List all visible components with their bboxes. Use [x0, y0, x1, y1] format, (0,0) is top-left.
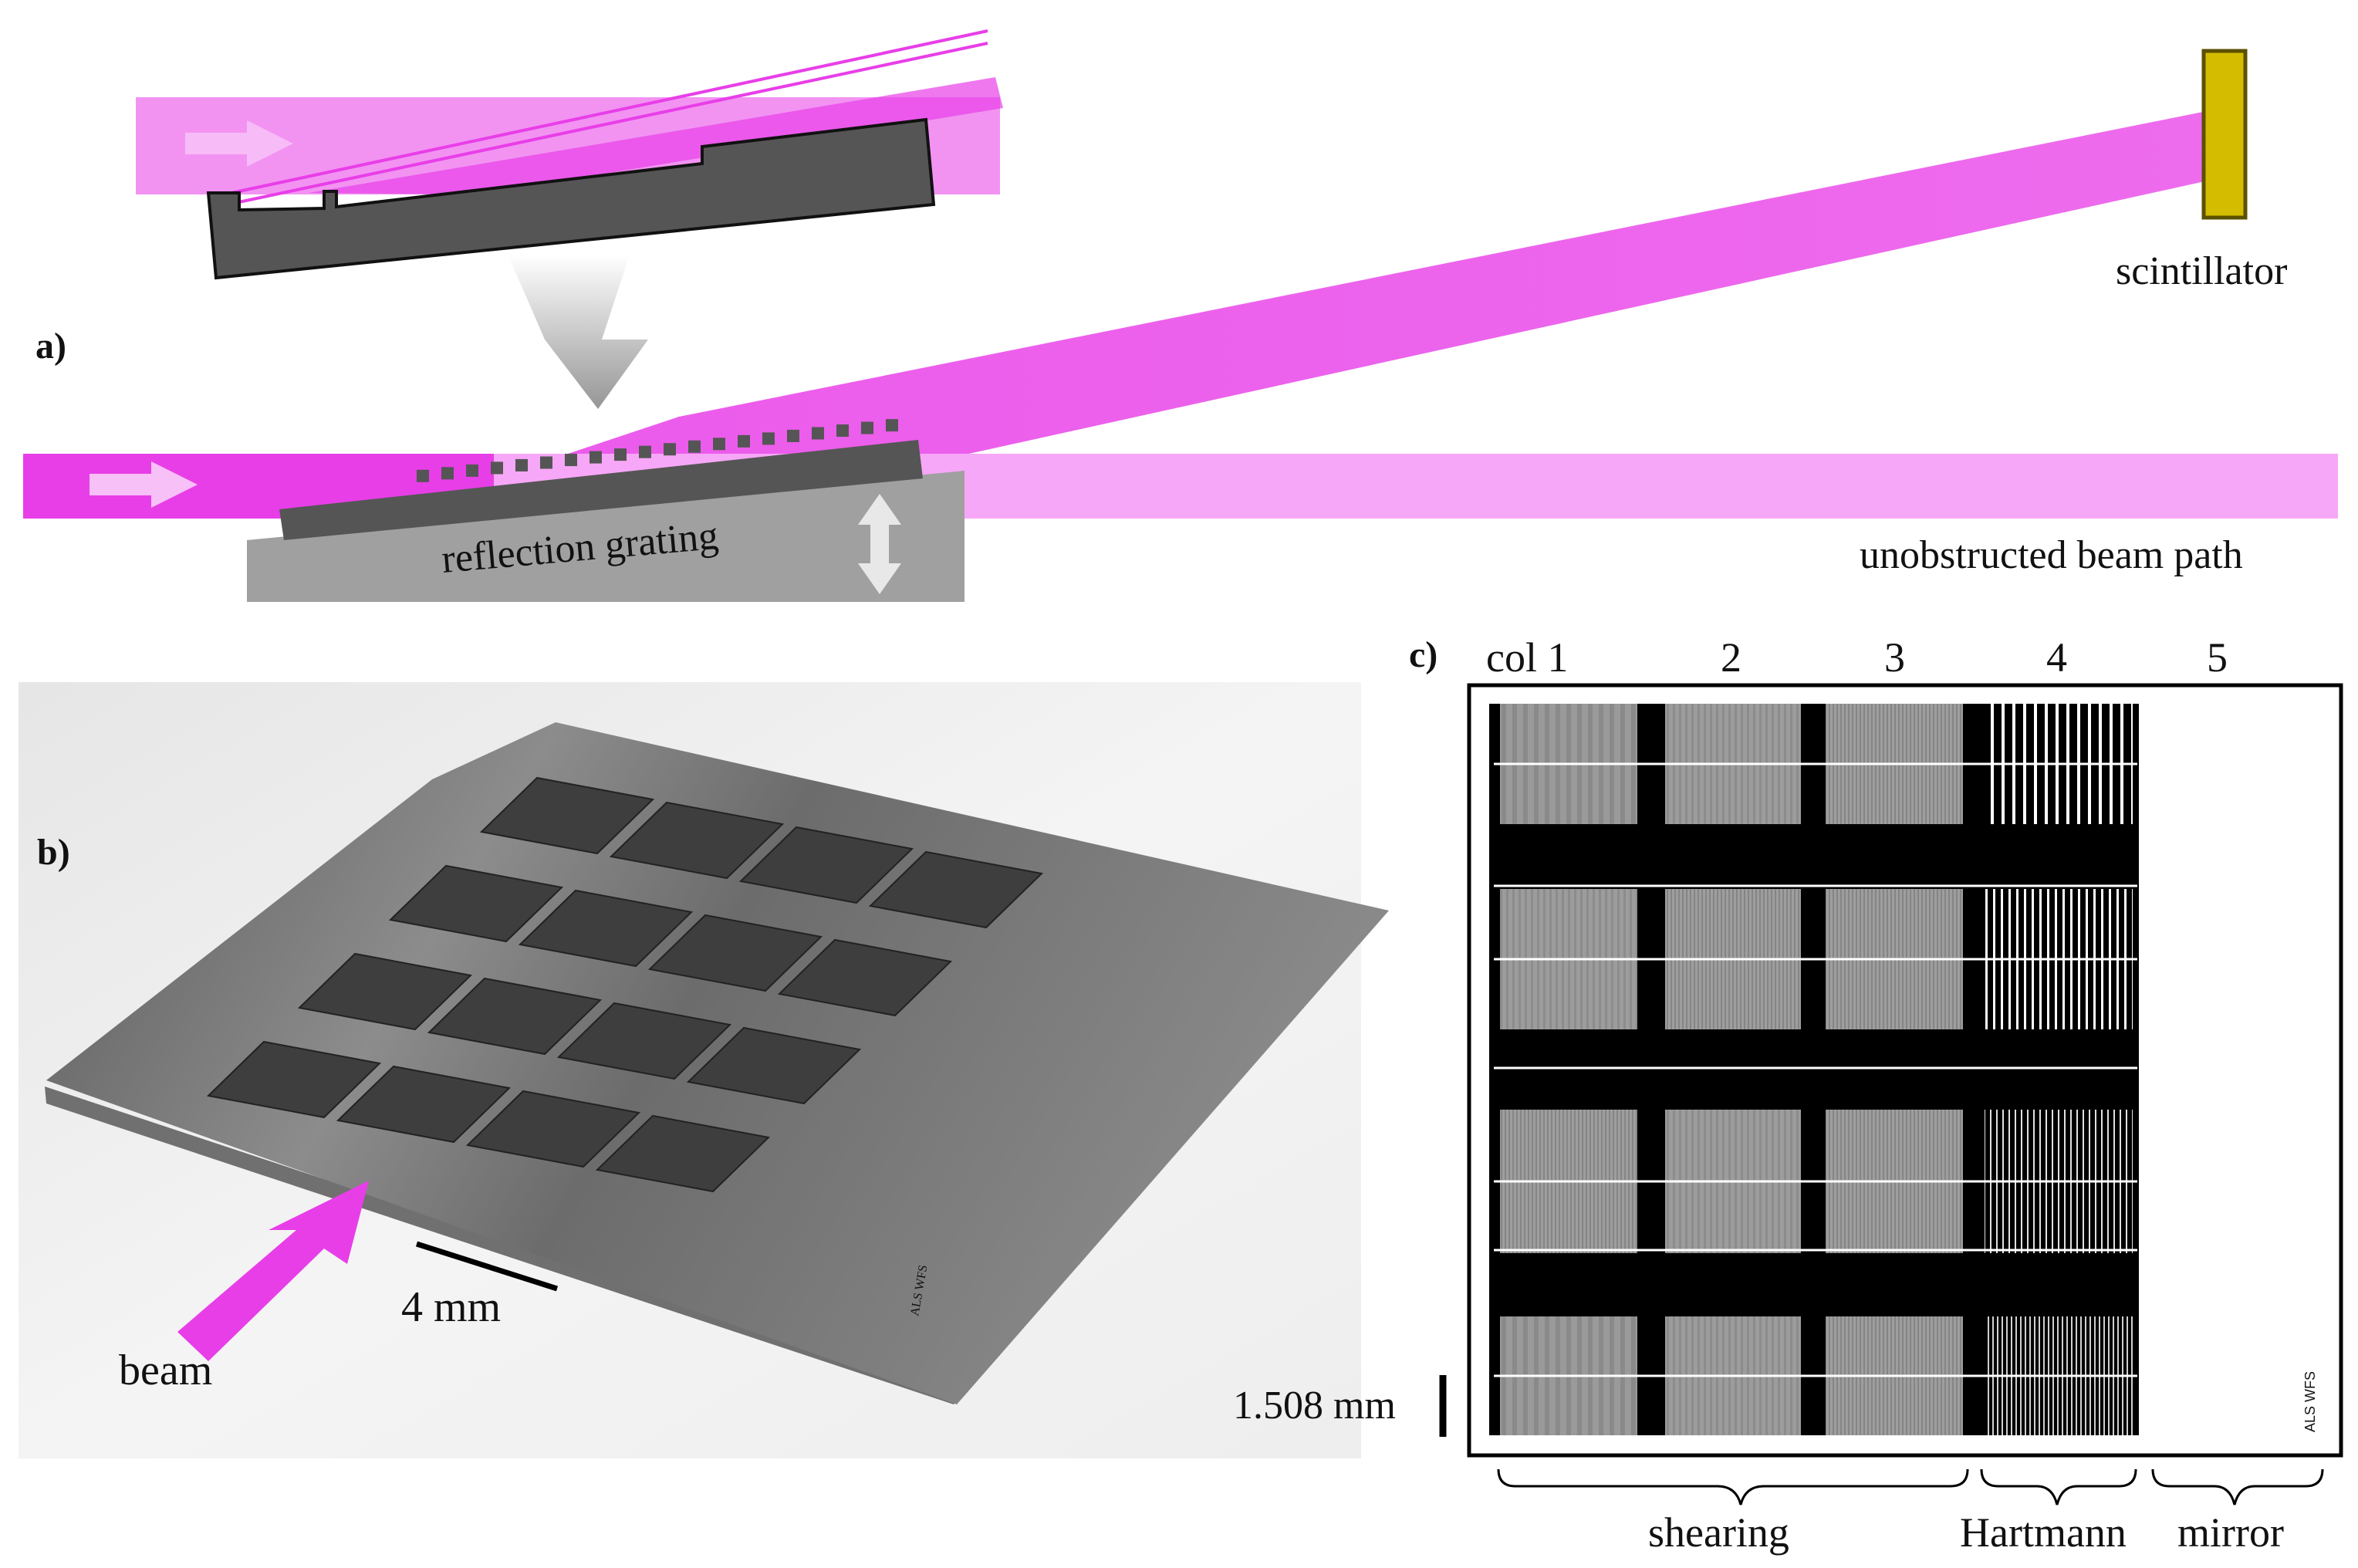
- column-labels: col 1 2 3 4 5: [1486, 634, 2228, 681]
- chip-pad: [336, 1065, 512, 1144]
- grating-teeth: [417, 419, 898, 482]
- beam-label: beam: [119, 1347, 212, 1394]
- col-label-3: 3: [1884, 634, 1905, 681]
- col-label-4: 4: [2046, 634, 2067, 681]
- grating-tooth: [861, 421, 873, 434]
- chip-pad: [388, 864, 564, 943]
- layout-background: [1489, 704, 2139, 1435]
- panel-a: a) reflection grating scintillator unobs…: [23, 29, 2338, 602]
- diffracted-beam: [478, 108, 2222, 494]
- grating-tooth: [417, 469, 429, 482]
- stage-arrow: [858, 494, 901, 594]
- chip-pad: [297, 952, 473, 1031]
- grating-tooth: [713, 438, 725, 451]
- scale-bar-1508-label: 1.508 mm: [1233, 1384, 1396, 1428]
- brace-mirror: [2151, 1468, 2324, 1505]
- grating-tooth: [836, 424, 849, 438]
- panel-c-label: c): [1409, 634, 1437, 675]
- group-label-mirror: mirror: [2177, 1509, 2284, 1556]
- grating-tooth: [515, 458, 528, 471]
- col-label-5: 5: [2207, 634, 2228, 681]
- grating-tooth: [491, 461, 503, 475]
- grating-body: [279, 440, 923, 540]
- chip-pad: [647, 914, 823, 992]
- grating-tooth: [812, 427, 824, 440]
- chip-pad: [868, 850, 1044, 929]
- beam-direction-arrow: [90, 461, 198, 508]
- chip-pad: [206, 1040, 382, 1119]
- grating-tooth: [787, 429, 799, 442]
- chip-pad: [479, 776, 655, 855]
- grating-tooth: [738, 434, 750, 448]
- chip-pad: [686, 1026, 862, 1105]
- chip-pads: [206, 776, 1044, 1193]
- grating-tooth: [466, 464, 478, 477]
- grating-tooth: [762, 432, 775, 445]
- group-label-shearing: shearing: [1648, 1509, 1789, 1556]
- grating-tooth: [614, 448, 627, 461]
- col-label-1: col 1: [1486, 634, 1568, 681]
- panel-b: ALS WFS beam 4 mm b): [19, 682, 1389, 1458]
- col-label-2: 2: [1721, 634, 1741, 681]
- inset-ray-2: [231, 42, 988, 205]
- chip-pad: [777, 938, 953, 1017]
- scintillator-label: scintillator: [2116, 249, 2287, 293]
- group-label-hartmann: Hartmann: [1960, 1509, 2127, 1556]
- panel-b-label: b): [37, 832, 70, 873]
- inset-ray-1: [231, 29, 988, 194]
- grating-tooth: [441, 467, 454, 480]
- chip-pad: [427, 977, 603, 1056]
- brace-hartmann: [1980, 1468, 2137, 1505]
- zoom-arrow: [508, 255, 648, 409]
- layout-pattern: [1489, 704, 2139, 1435]
- grating-tooth: [590, 451, 602, 464]
- chip-pad: [595, 1114, 771, 1193]
- stage: [247, 471, 964, 602]
- inset-reflected-beam: [309, 77, 1003, 194]
- chip-pad: [518, 889, 694, 968]
- chip-pad: [465, 1090, 641, 1168]
- grating-tooth: [664, 443, 676, 456]
- layout-edge: [1489, 704, 1494, 1435]
- inset-beam-arrow: [185, 120, 293, 167]
- grating-tooth: [688, 440, 701, 453]
- grating-tooth: [540, 456, 552, 469]
- scale-bar-4mm-label: 4 mm: [401, 1283, 501, 1331]
- grating-tooth: [639, 445, 651, 458]
- brace-shearing: [1497, 1468, 1969, 1505]
- unobstructed-beam-label: unobstructed beam path: [1860, 533, 2243, 577]
- chip-pad: [738, 826, 914, 904]
- grating-tooth: [565, 454, 577, 467]
- grating-tooth: [886, 419, 898, 432]
- inset-grating: [206, 117, 936, 280]
- chip-pad: [556, 1002, 732, 1080]
- beam-arrow: [177, 1181, 369, 1361]
- chip-pad: [609, 801, 785, 880]
- panel-c: c) col 1 2 3 4 5 ALS WFS 1.508 mm sheari…: [1233, 634, 2343, 1556]
- layout-chip-mark: ALS WFS: [2302, 1371, 2318, 1432]
- panel-a-label: a): [35, 326, 66, 367]
- scintillator: [2201, 49, 2248, 220]
- scale-bar-4mm: [415, 1241, 559, 1292]
